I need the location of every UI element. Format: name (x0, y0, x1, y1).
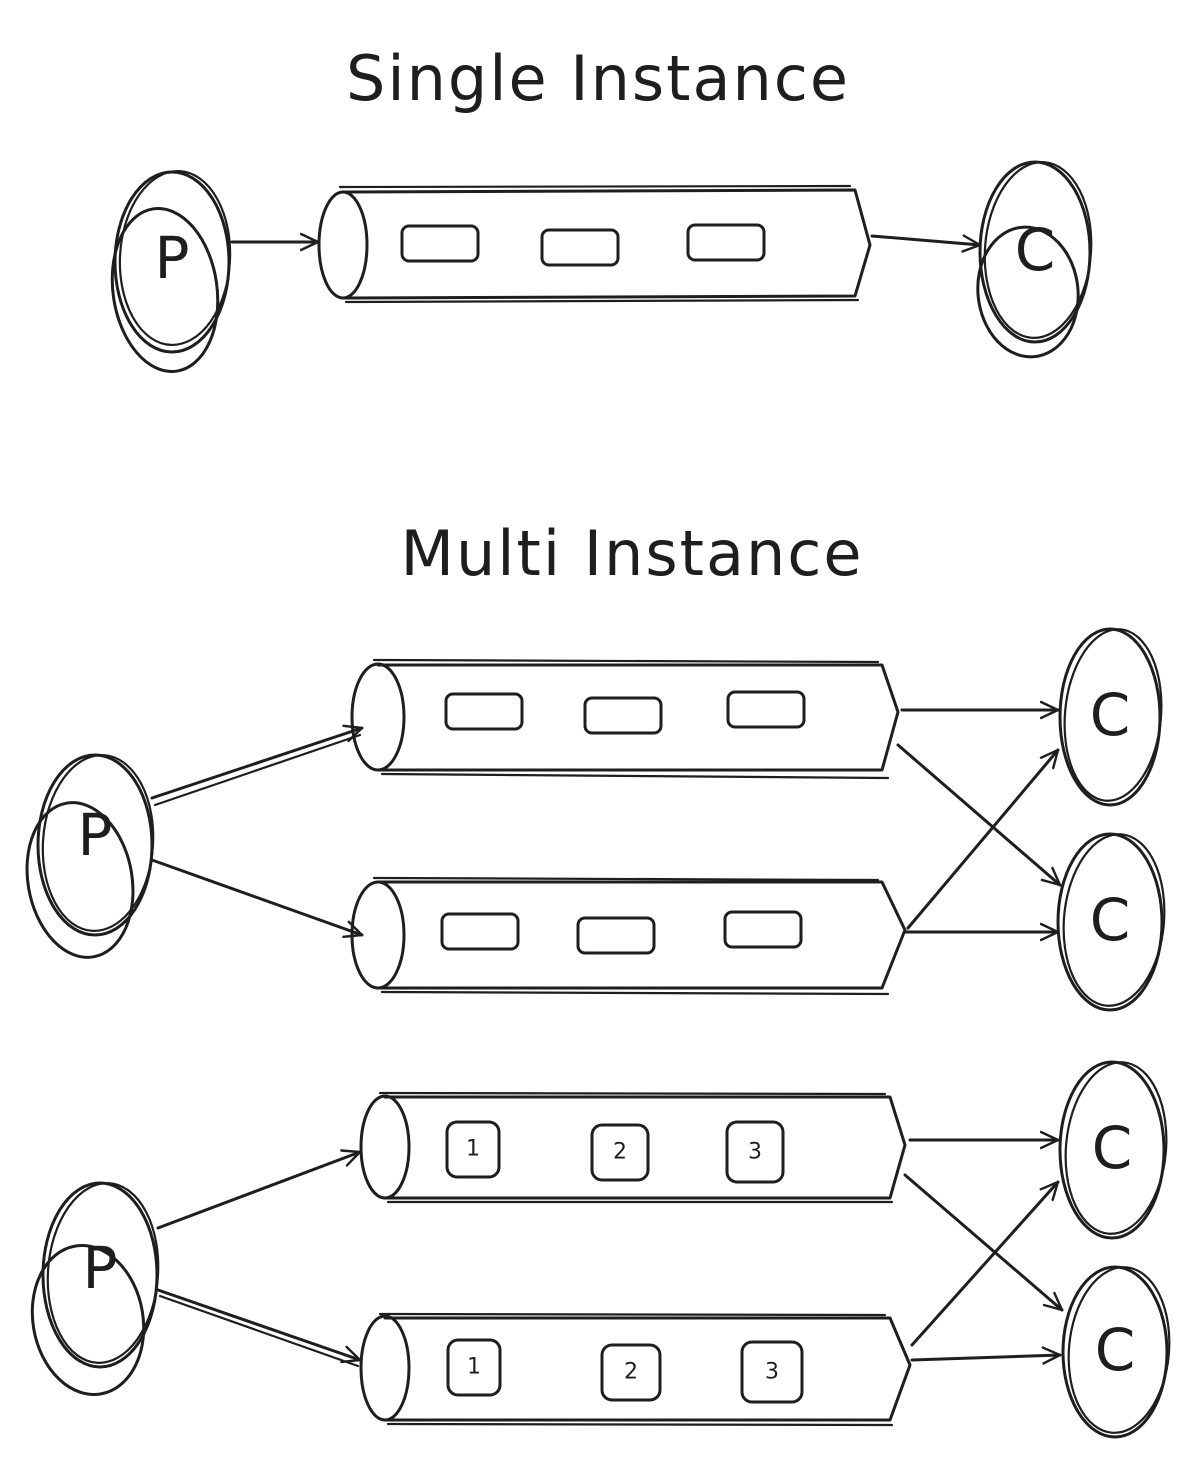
message-label: 1 (466, 1137, 480, 1162)
multi-instance-title: Multi Instance (401, 517, 864, 590)
multi-producer-node-a: P (25, 753, 155, 959)
arrow-queue-to-consumer (903, 1173, 1064, 1312)
arrow-queue-to-consumer (910, 1355, 1062, 1360)
producer-label: P (83, 1234, 118, 1302)
single-consumer-node: C (976, 160, 1093, 359)
arrow-queue-to-consumer (896, 743, 1062, 887)
arrow-queue-to-consumer (910, 1180, 1060, 1347)
message-box (445, 1120, 501, 1179)
message-box (446, 1338, 502, 1397)
consumer-label: C (1095, 1316, 1136, 1384)
message-label: 1 (467, 1355, 481, 1380)
consumer-label: C (1092, 1114, 1133, 1182)
arrow-producer-to-queue (156, 1288, 362, 1360)
arrow-producer-to-queue (156, 1152, 362, 1230)
message-label: 3 (748, 1140, 762, 1165)
message-box (600, 1343, 662, 1402)
message-box (723, 910, 803, 949)
message-box (725, 1120, 785, 1184)
multi-consumer-node-b-bottom: C (1061, 1265, 1171, 1439)
arrow-queue-to-consumer (906, 748, 1060, 930)
arrow-producer-to-queue (150, 728, 364, 800)
arrow-queue-to-consumer (870, 236, 982, 245)
message-box (726, 690, 806, 729)
multi-queue-b-top: 1 2 3 (359, 1091, 907, 1204)
consumer-label: C (1090, 681, 1131, 749)
message-box (400, 224, 480, 263)
message-box (590, 1123, 650, 1182)
consumer-label: C (1090, 886, 1131, 954)
multi-consumer-node-a-top: C (1058, 627, 1163, 807)
multi-queue-b-bottom: 1 2 3 (359, 1312, 912, 1427)
message-box (583, 696, 663, 735)
multi-queue-a-top (350, 658, 900, 780)
message-box (540, 228, 620, 267)
message-label: 2 (624, 1360, 638, 1385)
single-producer-node: P (110, 169, 232, 374)
producer-label: P (78, 801, 113, 869)
consumer-label: C (1015, 216, 1056, 284)
message-label: 3 (765, 1360, 779, 1385)
message-box (440, 912, 520, 951)
multi-consumer-node-b-top: C (1058, 1060, 1168, 1240)
message-label: 2 (613, 1140, 627, 1165)
single-instance-title: Single Instance (346, 42, 850, 115)
producer-label: P (155, 224, 190, 292)
arrow-producer-to-queue (150, 858, 364, 935)
message-box (444, 692, 524, 731)
message-box (740, 1340, 804, 1404)
single-queue (317, 184, 872, 304)
multi-consumer-node-a-bottom: C (1056, 832, 1166, 1012)
multi-queue-a-bottom (350, 876, 907, 996)
message-box (576, 916, 656, 955)
message-box (686, 223, 766, 262)
multi-producer-node-b: P (30, 1181, 160, 1396)
